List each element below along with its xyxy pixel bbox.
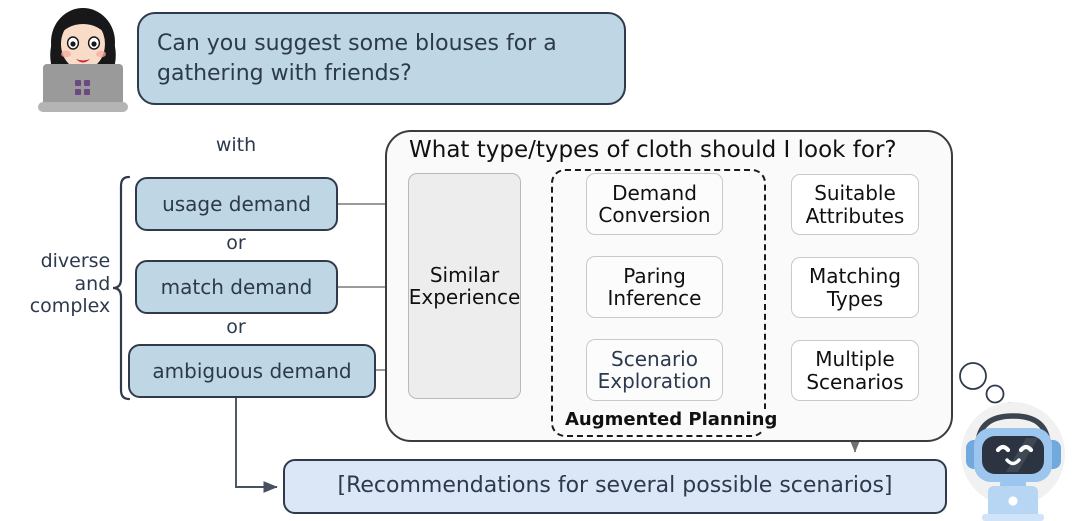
robot-at-laptop-avatar <box>961 402 1065 521</box>
step-paring-inference[interactable]: Paring Inference <box>586 256 723 318</box>
user-message-bubble: Can you suggest some blouses for a gathe… <box>137 12 626 105</box>
chip-match-demand[interactable]: match demand <box>135 260 338 314</box>
or-label-1: or <box>226 232 246 255</box>
augmented-planning-group <box>551 169 766 437</box>
output-label: Multiple Scenarios <box>806 347 904 394</box>
output-multiple-scenarios[interactable]: Multiple Scenarios <box>791 340 919 401</box>
output-matching-types[interactable]: Matching Types <box>791 257 919 318</box>
brace-label: diverse and complex <box>29 250 111 318</box>
recommendations-bar[interactable]: [Recommendations for several possible sc… <box>283 459 947 514</box>
ambiguous-to-result-arrow <box>235 397 278 493</box>
step-label: Demand Conversion <box>598 180 711 227</box>
step-scenario-exploration[interactable]: Scenario Exploration <box>586 339 723 401</box>
similar-experience-box[interactable]: Similar Experience <box>408 173 521 399</box>
recommendations-label: [Recommendations for several possible sc… <box>337 473 893 499</box>
panel-title: What type/types of cloth should I look f… <box>409 137 897 163</box>
output-suitable-attributes[interactable]: Suitable Attributes <box>791 174 919 235</box>
output-label: Suitable Attributes <box>805 181 905 228</box>
step-label: Paring Inference <box>607 263 702 310</box>
chip-usage-demand[interactable]: usage demand <box>135 177 338 231</box>
output-label: Matching Types <box>809 264 901 311</box>
with-label: with <box>215 134 257 157</box>
similar-experience-label: Similar Experience <box>408 262 521 309</box>
chip-label: match demand <box>160 274 313 299</box>
step-label: Scenario Exploration <box>597 346 712 393</box>
step-demand-conversion[interactable]: Demand Conversion <box>586 173 723 235</box>
chip-label: ambiguous demand <box>152 358 352 383</box>
chip-label: usage demand <box>162 191 311 216</box>
chip-ambiguous-demand[interactable]: ambiguous demand <box>128 344 376 398</box>
augmented-planning-label: Augmented Planning <box>562 409 781 430</box>
or-label-2: or <box>226 316 246 339</box>
woman-at-laptop-avatar <box>38 8 128 112</box>
user-message-text: Can you suggest some blouses for a gathe… <box>157 31 557 86</box>
